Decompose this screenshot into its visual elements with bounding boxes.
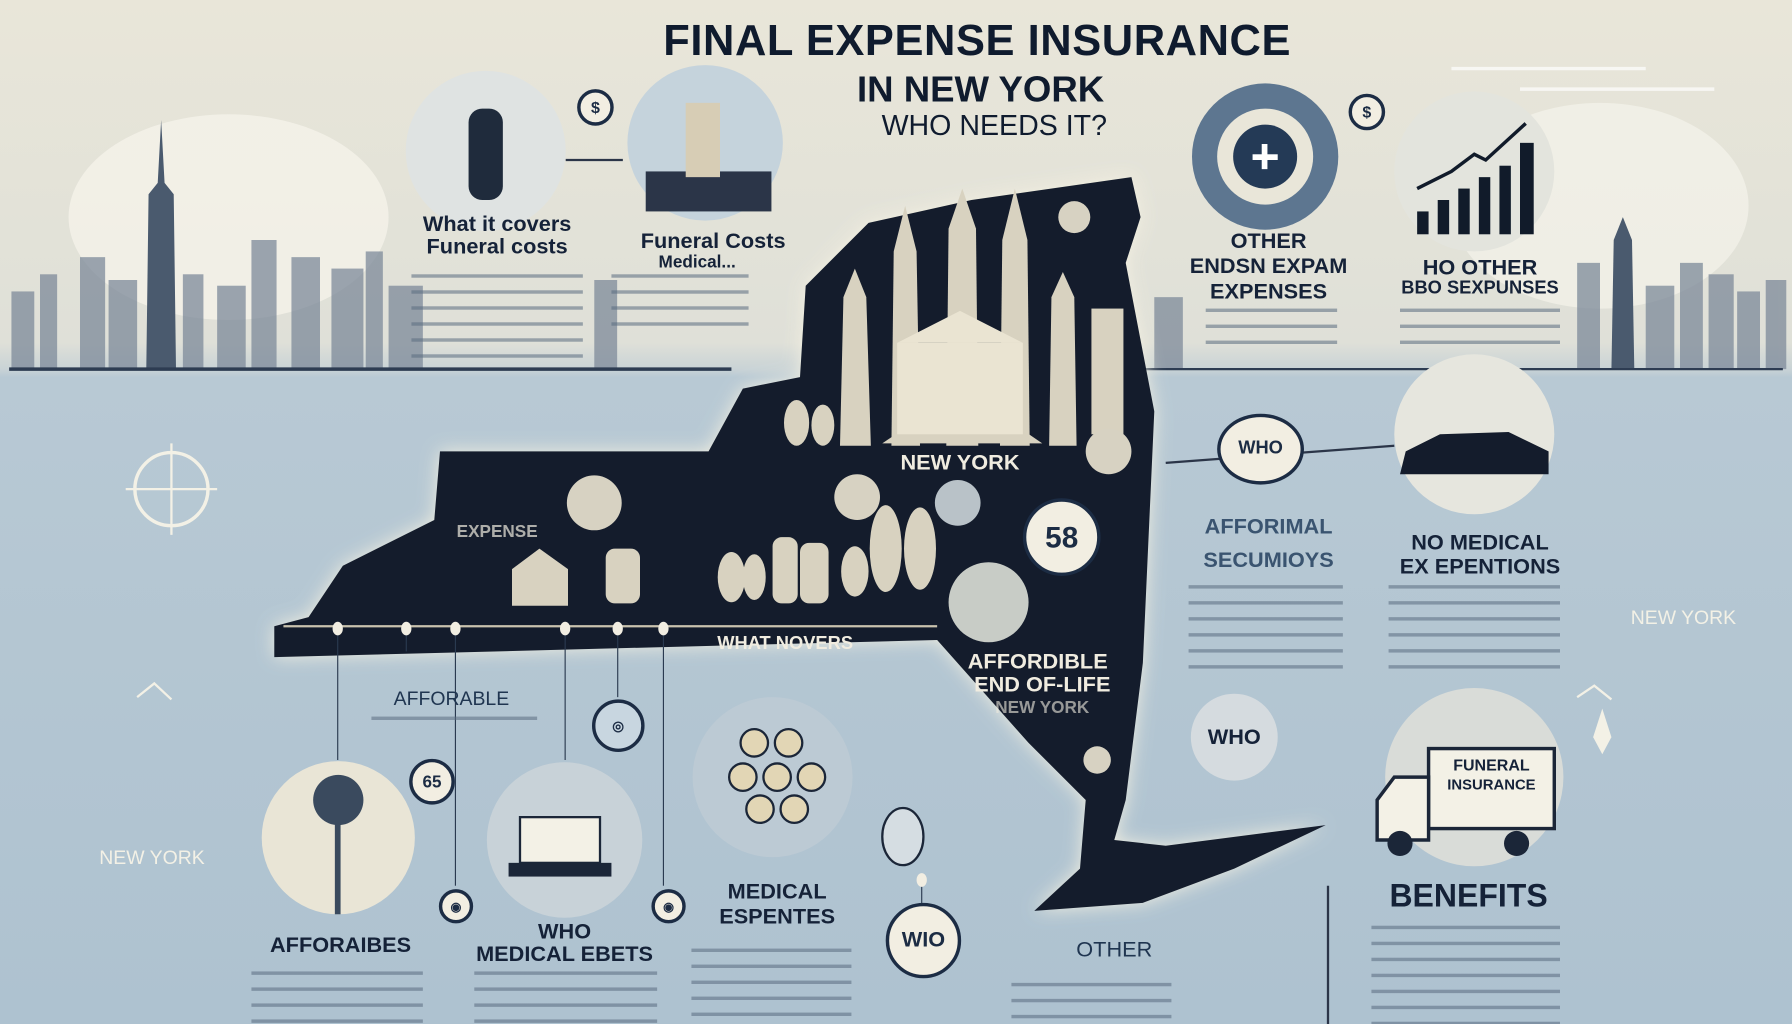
map-label-what-covers: WHAT NOVERS <box>717 634 854 654</box>
text-placeholder <box>251 971 423 1024</box>
pin-icon: ◉ <box>651 889 686 924</box>
shield-icon: ◎ <box>591 699 645 752</box>
who-circle: WHO <box>1217 413 1304 485</box>
truck-label-funeral: FUNERAL <box>1453 755 1530 774</box>
text-placeholder <box>1188 585 1343 681</box>
map-label-end-of-life: END OF-LIFE <box>974 673 1111 698</box>
pin-icon: ◉ <box>438 889 474 924</box>
badge-65: 65 <box>409 758 455 805</box>
text-placeholder <box>474 971 658 1024</box>
text-placeholder <box>1011 982 1172 1024</box>
label-secumioys: SECUMIOYS <box>1203 548 1334 573</box>
text-placeholder <box>1399 308 1560 357</box>
label-expenses-bottom: ESPENTES <box>719 905 836 930</box>
label-funeral-costs-2: Funeral Costs <box>640 229 786 254</box>
label-medical: MEDICAL <box>727 879 827 904</box>
page-title: FINAL EXPENSE INSURANCE <box>663 17 1291 66</box>
dollar-icon: $ <box>1348 93 1386 131</box>
label-affordables: AFFORAIBES <box>269 933 412 958</box>
map-label-expense: EXPENSE <box>456 522 538 542</box>
label-new-york-left: NEW YORK <box>99 846 205 869</box>
dollar-icon: $ <box>577 89 614 126</box>
connector-pin <box>450 621 461 886</box>
label-new-york-right: NEW YORK <box>1630 606 1737 629</box>
label-medical-benefits: MEDICAL EBETS <box>476 942 654 967</box>
label-expenses: Expenses <box>1210 279 1328 304</box>
page-subtitle: IN NEW YORK <box>856 68 1105 110</box>
connector-pin <box>401 621 412 652</box>
map-label-new-york: NEW YORK <box>995 698 1090 718</box>
connector-pin <box>332 621 343 760</box>
label-affordable: AFFORIMAL <box>1204 515 1333 540</box>
text-placeholder <box>691 948 852 1024</box>
page-tagline: WHO NEEDS IT? <box>881 109 1107 142</box>
label-bbo-expenses: BBO Sexpunses <box>1401 278 1559 299</box>
label-what-it-covers: What it covers <box>422 212 572 237</box>
connector-pin <box>612 621 623 698</box>
label-other-2: Endsn Expam <box>1189 254 1348 279</box>
text-placeholder <box>1205 308 1338 357</box>
text-placeholder <box>611 274 749 338</box>
truck-label-insurance: INSURANCE <box>1447 775 1536 794</box>
badge-58: 58 <box>1022 498 1101 576</box>
map-state-label: NEW YORK <box>900 451 1020 476</box>
text-placeholder <box>371 716 538 733</box>
label-who: WHO <box>1207 725 1261 750</box>
label-medical: Medical... <box>658 252 736 272</box>
label-other: Other <box>1230 229 1307 254</box>
label-funeral-costs: Funeral costs <box>426 235 568 260</box>
connector-pin <box>658 621 669 886</box>
label-ho-other: Ho other <box>1422 255 1538 280</box>
label-no-medical: NO MEDICAL <box>1411 531 1549 556</box>
label-benefits: BENEFITS <box>1389 877 1548 914</box>
label-affordable-bottom: AFFORABLE <box>393 687 510 710</box>
text-placeholder <box>1371 925 1560 1024</box>
label-who-bottom: WHO <box>538 919 592 944</box>
text-placeholder <box>1388 585 1560 681</box>
who-circle: WIO <box>885 902 962 979</box>
label-exemptions: EX EPENTIONS <box>1399 555 1561 580</box>
text-placeholder <box>411 274 583 370</box>
label-other-bottom: OTHER <box>1076 938 1153 963</box>
connector-pin <box>560 621 571 760</box>
map-label-affordable: AFFORDIBLE <box>967 650 1108 675</box>
